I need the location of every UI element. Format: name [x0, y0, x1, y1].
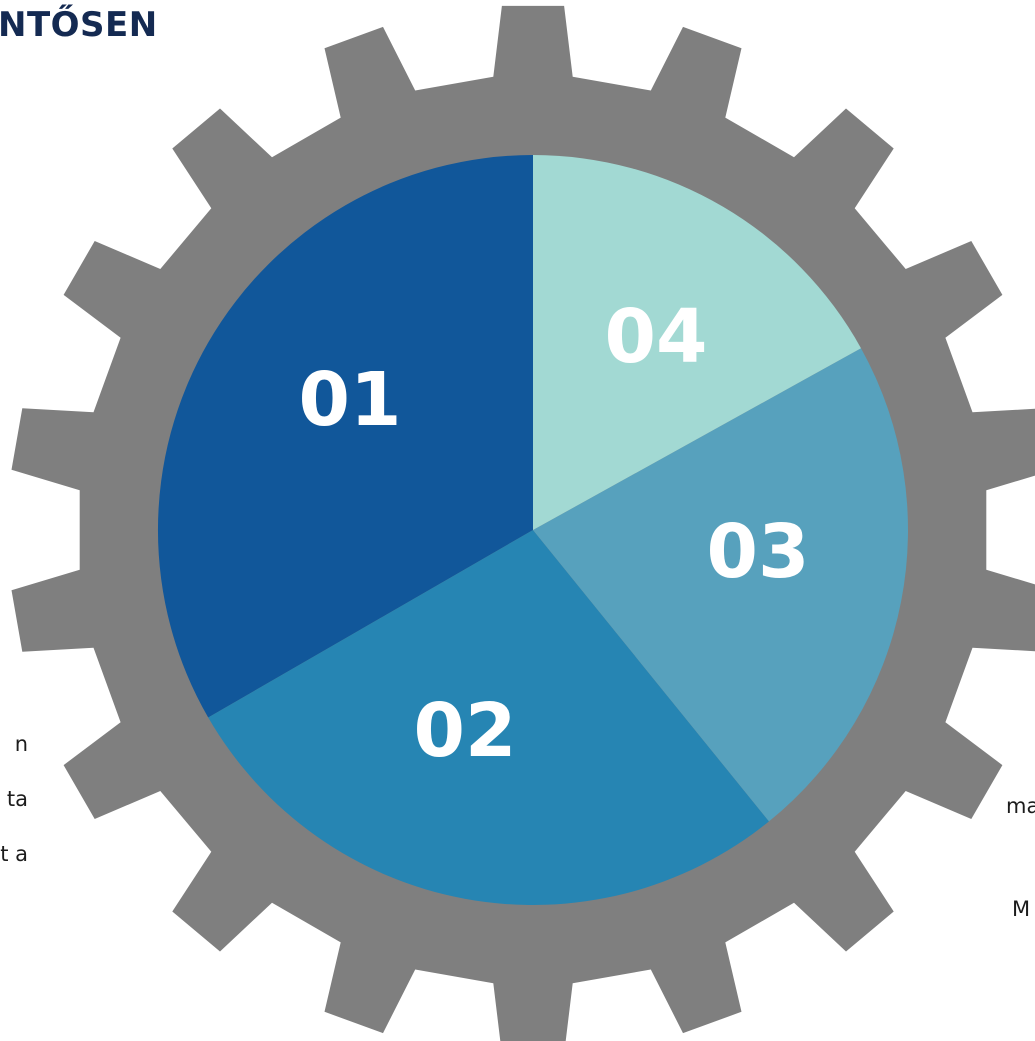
left-text-line-3: t a	[0, 842, 28, 866]
segment-03-label: 03	[707, 509, 810, 595]
left-text-line-2: ta	[6, 787, 28, 811]
right-text-line-2: M	[1012, 897, 1031, 921]
page-title: NTŐSEN	[0, 5, 158, 45]
pie-chart	[157, 154, 909, 906]
left-text-line-1: n	[14, 732, 28, 756]
segment-03[interactable]	[533, 348, 909, 822]
segment-02[interactable]	[208, 530, 769, 906]
segment-01[interactable]	[157, 155, 533, 718]
right-text-line-1: ma	[1006, 794, 1035, 818]
segment-01-label: 01	[299, 357, 402, 443]
segment-02-label: 02	[414, 688, 517, 774]
segment-04[interactable]	[533, 154, 861, 530]
segment-04-label: 04	[605, 294, 708, 380]
